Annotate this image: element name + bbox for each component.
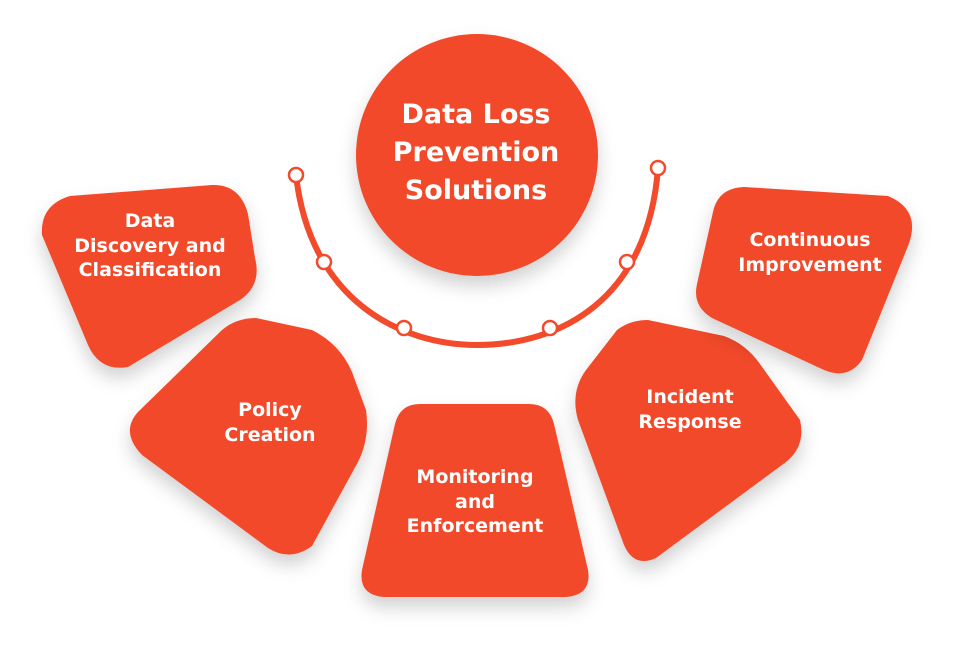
arc-node-1	[287, 166, 305, 184]
arc-node-2	[315, 253, 333, 271]
step-label-incident: Incident Response	[590, 375, 790, 445]
step-label-line: Continuous	[749, 229, 871, 252]
step-shape-monitoring	[361, 404, 589, 597]
arc-node-5	[618, 253, 636, 271]
step-label-line: Monitoring	[416, 465, 534, 488]
center-title-line-3: Solutions	[404, 175, 548, 207]
step-label-line: Response	[638, 411, 742, 433]
step-label-continuous: Continuous Improvement	[715, 218, 905, 288]
arc-node-6	[649, 159, 667, 177]
step-label-line: Data	[124, 209, 176, 232]
step-label-line: Discovery and	[74, 234, 226, 257]
step-shape-incident	[575, 320, 802, 562]
arc-node-3	[395, 319, 413, 337]
step-shape-policy	[129, 318, 367, 555]
center-circle	[356, 34, 598, 276]
step-label-line: and	[455, 490, 495, 513]
step-label-line: Policy	[238, 399, 302, 422]
step-label-discovery: Data Discovery and Classification	[50, 196, 250, 296]
step-label-line: Enforcement	[406, 515, 544, 538]
step-label-monitoring: Monitoring and Enforcement	[385, 452, 565, 552]
step-label-line: Creation	[224, 424, 316, 446]
arc-node-4	[541, 319, 559, 337]
step-label-line: Improvement	[738, 254, 882, 276]
center-title-line-2: Prevention	[392, 136, 560, 168]
step-shape-continuous	[696, 187, 913, 374]
step-label-line: Classification	[78, 259, 222, 282]
step-label-line: Incident	[646, 386, 734, 409]
center-title: Data Loss Prevention Solutions	[356, 93, 596, 213]
step-label-policy: Policy Creation	[170, 388, 370, 458]
step-shape-discovery	[41, 184, 257, 368]
center-title-line-1: Data Loss	[401, 98, 551, 130]
